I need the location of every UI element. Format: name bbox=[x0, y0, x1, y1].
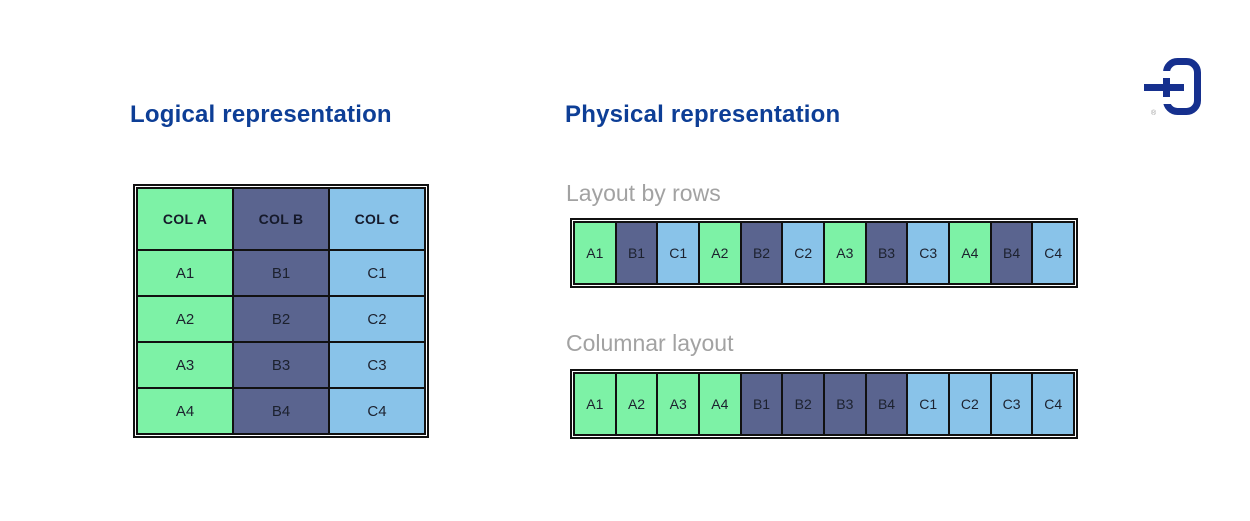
table-cell: B2 bbox=[232, 295, 330, 343]
strip-cell: B3 bbox=[864, 221, 909, 285]
logical-table: COL A COL B COL C A1 B1 C1 A2 B2 C2 A3 B… bbox=[133, 184, 429, 438]
columnar-layout-label: Columnar layout bbox=[566, 330, 734, 356]
table-cell: B3 bbox=[232, 341, 330, 389]
strip-cell: B4 bbox=[989, 221, 1034, 285]
d-stroke-logo-icon: ® bbox=[1144, 58, 1201, 117]
logical-table-row: A1 B1 C1 bbox=[136, 249, 426, 297]
table-cell: A2 bbox=[136, 295, 234, 343]
logical-representation-title: Logical representation bbox=[130, 101, 392, 128]
strip-cell: C1 bbox=[656, 221, 701, 285]
row-layout-strip: A1 B1 C1 A2 B2 C2 A3 B3 C3 A4 B4 C4 bbox=[570, 218, 1078, 288]
table-cell: A4 bbox=[136, 387, 234, 435]
strip-cell: B4 bbox=[864, 372, 909, 436]
strip-cell: A2 bbox=[698, 221, 742, 285]
row-layout-label: Layout by rows bbox=[566, 180, 721, 206]
strip-cell: B1 bbox=[739, 372, 784, 436]
strip-cell: A4 bbox=[698, 372, 742, 436]
table-cell: B4 bbox=[232, 387, 330, 435]
strip-cell: C4 bbox=[1031, 372, 1076, 436]
table-cell: C1 bbox=[328, 249, 426, 297]
strip-cell: A4 bbox=[948, 221, 992, 285]
strip-cell: A1 bbox=[573, 221, 617, 285]
logical-table-header-col-a: COL A bbox=[136, 187, 234, 251]
strip-cell: C2 bbox=[948, 372, 992, 436]
strip-cell: A3 bbox=[823, 221, 867, 285]
logical-table-row: A3 B3 C3 bbox=[136, 341, 426, 389]
logical-table-header-row: COL A COL B COL C bbox=[136, 187, 426, 251]
strip-cell: B1 bbox=[614, 221, 659, 285]
table-cell: C3 bbox=[328, 341, 426, 389]
strip-cell: B3 bbox=[823, 372, 867, 436]
table-cell: B1 bbox=[232, 249, 330, 297]
logical-table-header-col-b: COL B bbox=[232, 187, 330, 251]
table-cell: A1 bbox=[136, 249, 234, 297]
logical-table-row: A4 B4 C4 bbox=[136, 387, 426, 435]
strip-cell: C2 bbox=[781, 221, 826, 285]
table-cell: C2 bbox=[328, 295, 426, 343]
registered-trademark-symbol: ® bbox=[1151, 109, 1157, 117]
logical-table-header-col-c: COL C bbox=[328, 187, 426, 251]
strip-cell: B2 bbox=[739, 221, 784, 285]
strip-cell: A1 bbox=[573, 372, 617, 436]
logical-table-row: A2 B2 C2 bbox=[136, 295, 426, 343]
strip-cell: A2 bbox=[614, 372, 659, 436]
strip-cell: C4 bbox=[1031, 221, 1076, 285]
columnar-layout-strip: A1 A2 A3 A4 B1 B2 B3 B4 C1 C2 C3 C4 bbox=[570, 369, 1078, 439]
physical-representation-title: Physical representation bbox=[565, 101, 841, 128]
strip-cell: C3 bbox=[906, 221, 951, 285]
table-cell: A3 bbox=[136, 341, 234, 389]
table-cell: C4 bbox=[328, 387, 426, 435]
strip-cell: C3 bbox=[989, 372, 1034, 436]
strip-cell: C1 bbox=[906, 372, 951, 436]
strip-cell: B2 bbox=[781, 372, 826, 436]
strip-cell: A3 bbox=[656, 372, 701, 436]
